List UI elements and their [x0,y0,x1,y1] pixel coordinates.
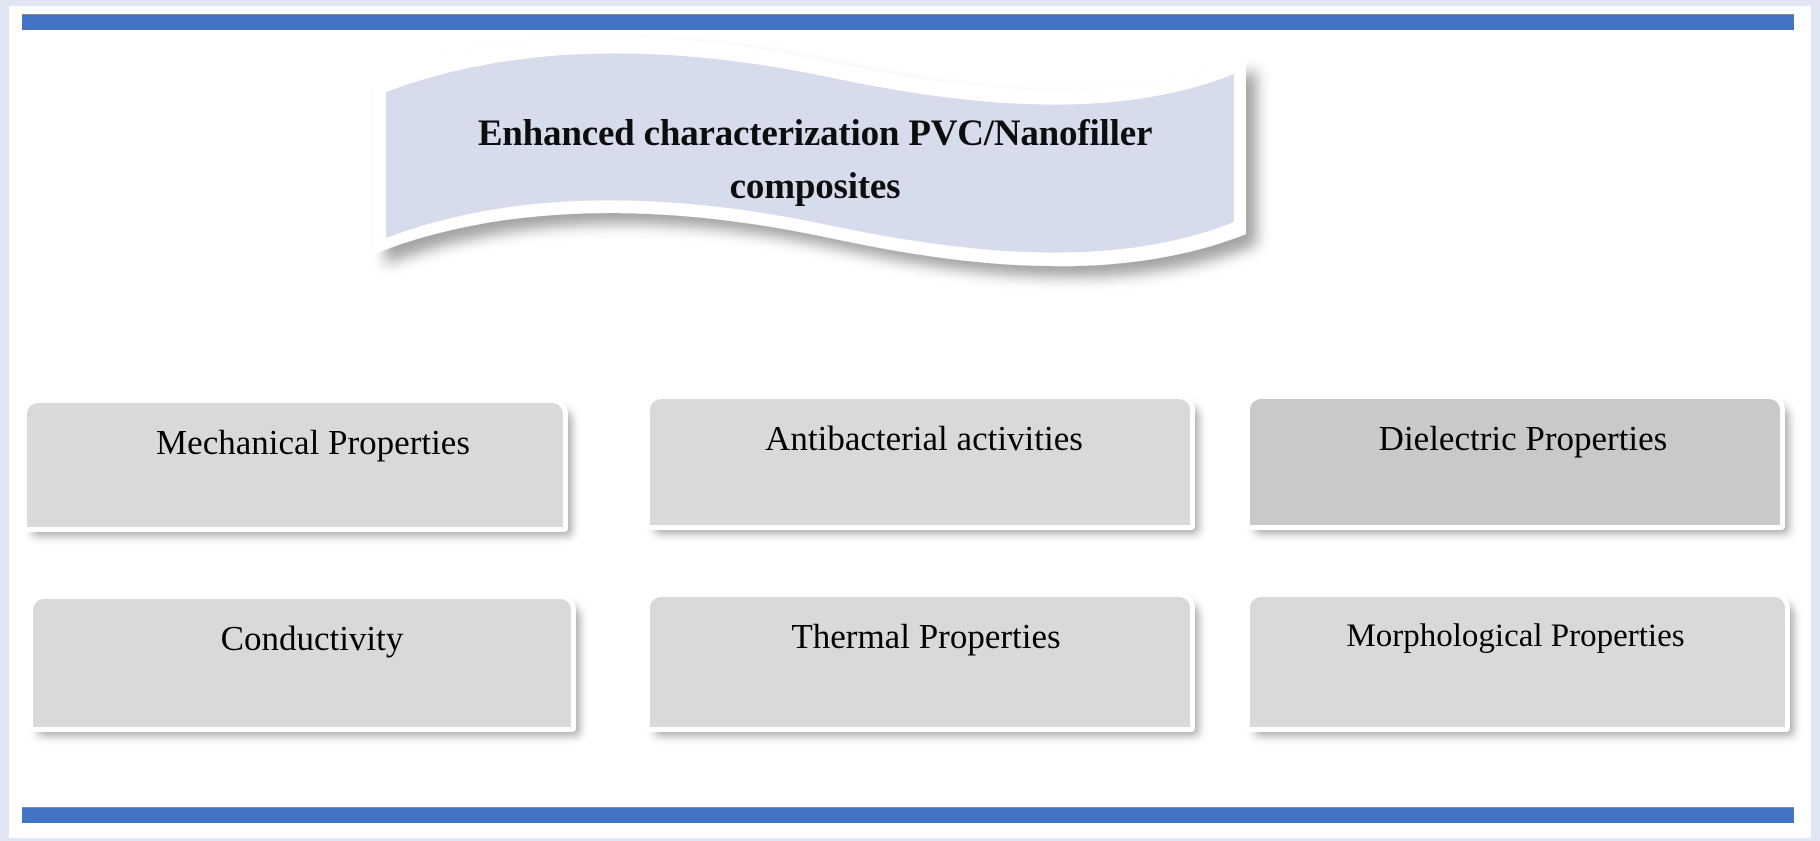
property-box-label: Mechanical Properties [156,423,470,462]
title-banner-shape [374,36,1246,267]
property-box-label: Antibacterial activities [765,419,1083,458]
title-banner: Enhanced characterization PVC/Nanofiller… [360,36,1260,286]
property-box-mechanical[interactable]: Mechanical Properties [22,398,568,532]
property-box-dielectric[interactable]: Dielectric Properties [1245,394,1785,530]
property-box-label: Dielectric Properties [1378,419,1668,458]
banner-title-text: Enhanced characterization PVC/Nanofiller… [420,108,1210,213]
banner-title-line-1: Enhanced characterization PVC/Nanofiller [477,113,1153,154]
property-box-morphological[interactable]: Morphological Properties [1245,592,1790,732]
banner-fill [386,53,1234,253]
top-accent-bar [22,15,1794,30]
property-box-antibacterial[interactable]: Antibacterial activities [645,394,1195,530]
property-box-conductivity[interactable]: Conductivity [28,594,576,732]
property-box-label: Conductivity [220,619,404,658]
bottom-accent-bar [22,808,1794,823]
property-box-thermal[interactable]: Thermal Properties [645,592,1195,732]
property-box-label: Thermal Properties [791,617,1061,656]
banner-title-line-2: composites [729,165,901,207]
property-box-label: Morphological Properties [1346,618,1685,654]
